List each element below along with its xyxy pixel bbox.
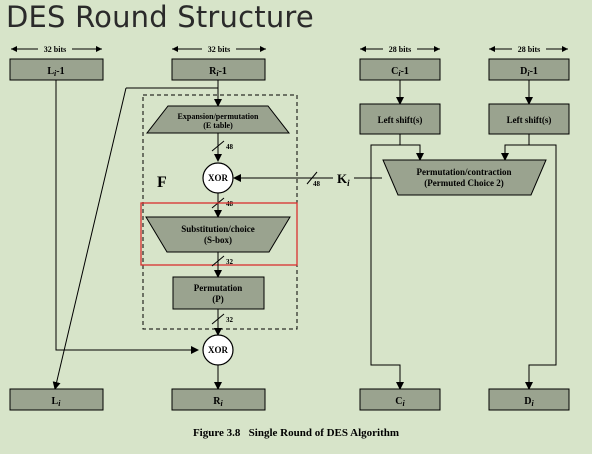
width-indicator-d: 28 bits (489, 45, 568, 54)
svg-text:Ci: Ci (395, 396, 405, 408)
box-c-out: Ci (359, 388, 441, 411)
svg-text:(P): (P) (212, 294, 224, 304)
width-label-r: 32 bits (208, 45, 230, 54)
width-label-d: 28 bits (518, 45, 540, 54)
width-label-l: 32 bits (44, 45, 66, 54)
l-to-xor2-line (55, 80, 199, 354)
svg-text:Ri: Ri (213, 396, 223, 408)
bits-key: 48 (313, 180, 321, 188)
sbox-highlight (140, 202, 298, 266)
box-c-in: Ci-1 (359, 58, 441, 81)
shift-c-to-c-out-line (370, 144, 404, 390)
bits-tick-key (306, 171, 318, 185)
bits-tick-e-out (211, 140, 225, 152)
bits-e-out: 48 (226, 143, 234, 151)
svg-text:Li-1: Li-1 (47, 66, 64, 78)
l-in-to-l-out-line (52, 87, 127, 390)
svg-text:Di-1: Di-1 (520, 66, 538, 78)
width-indicator-c: 28 bits (360, 45, 440, 54)
svg-text:(S-box): (S-box) (204, 235, 232, 245)
bits-tick-sbox-out (211, 255, 225, 267)
expansion-box: Expansion/permutation (E table) (145, 105, 291, 134)
svg-text:(Permuted Choice 2): (Permuted Choice 2) (424, 178, 503, 188)
shift-d-to-pc2-line (501, 134, 530, 161)
sbox-box: Substitution/choice (S-box) (145, 216, 291, 253)
bits-tick-perm-out (211, 313, 225, 325)
width-label-c: 28 bits (389, 45, 411, 54)
bits-xor-out: 48 (226, 200, 234, 208)
pc2-box: Permutation/contraction (Permuted Choice… (382, 159, 547, 196)
box-l-in: Li-1 (9, 58, 104, 81)
svg-text:XOR: XOR (208, 345, 229, 355)
shift-d-to-d-out-line (525, 144, 557, 390)
svg-text:Permutation: Permutation (194, 283, 243, 293)
figure-caption: Figure 3.8 Single Round of DES Algorithm (193, 427, 399, 439)
xor1-node: XOR (202, 162, 234, 194)
slide-title: DES Round Structure (6, 0, 314, 34)
svg-text:Left shift(s): Left shift(s) (507, 115, 552, 125)
svg-text:Ci-1: Ci-1 (391, 66, 409, 78)
box-d-in: Di-1 (488, 58, 570, 81)
svg-text:Ri-1: Ri-1 (209, 66, 227, 78)
box-l-out: Li (9, 388, 104, 411)
f-label: F (157, 174, 167, 191)
svg-text:XOR: XOR (208, 173, 229, 183)
width-indicator-left: 32 bits (11, 45, 102, 54)
svg-text:Expansion/permutation: Expansion/permutation (178, 112, 259, 121)
box-r-out: Ri (171, 388, 266, 411)
xor2-node: XOR (202, 334, 234, 366)
svg-text:Permutation/contraction: Permutation/contraction (417, 167, 512, 177)
svg-text:(E table): (E table) (203, 121, 233, 130)
bits-sbox-out: 32 (226, 258, 234, 266)
svg-text:Li: Li (52, 396, 62, 408)
svg-text:Left shift(s): Left shift(s) (378, 115, 423, 125)
key-label: Ki (337, 171, 350, 188)
box-r-in: Ri-1 (171, 58, 266, 81)
bits-perm-out: 32 (226, 316, 234, 324)
shift-c-to-pc2-line (399, 134, 424, 161)
width-indicator-r: 32 bits (172, 45, 266, 54)
shift-c-box: Left shift(s) (359, 103, 441, 135)
perm-box: Permutation (P) (172, 276, 265, 310)
svg-text:Substitution/choice: Substitution/choice (181, 224, 255, 234)
svg-text:Di: Di (524, 396, 534, 408)
shift-d-box: Left shift(s) (488, 103, 570, 135)
box-d-out: Di (488, 388, 570, 411)
